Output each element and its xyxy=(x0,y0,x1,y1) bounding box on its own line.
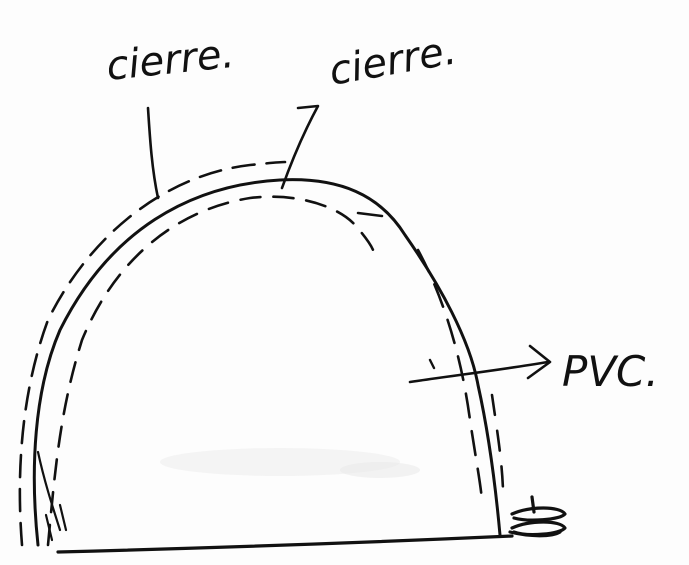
right-anchor-coil xyxy=(510,497,565,536)
label-left-closure: cierre. xyxy=(104,31,236,90)
right-closure-pointer xyxy=(282,106,318,188)
arch-outline-dashed-right xyxy=(418,250,482,500)
label-right-closure: cierre. xyxy=(326,27,460,95)
paper-smudges xyxy=(160,448,420,478)
arch-tick-right-top xyxy=(358,213,382,216)
left-closure-pointer xyxy=(148,108,158,198)
base-line xyxy=(58,536,512,552)
pvc-tick xyxy=(430,360,434,368)
label-material: PVC. xyxy=(562,347,659,396)
